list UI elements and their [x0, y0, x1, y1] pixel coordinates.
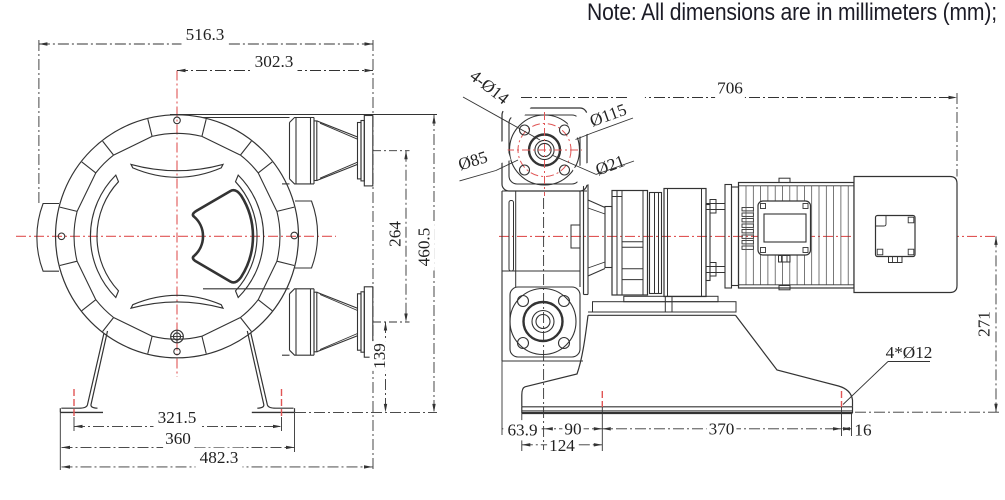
svg-text:706: 706: [717, 79, 743, 98]
svg-text:139: 139: [370, 343, 389, 369]
svg-text:360: 360: [165, 429, 191, 448]
svg-text:321.5: 321.5: [158, 408, 197, 427]
svg-text:516.3: 516.3: [186, 25, 225, 44]
svg-text:90: 90: [564, 420, 581, 439]
svg-text:16: 16: [854, 421, 872, 440]
svg-text:264: 264: [386, 221, 405, 247]
svg-text:460.5: 460.5: [415, 228, 434, 267]
svg-text:302.3: 302.3: [255, 52, 294, 71]
svg-text:4*Ø12: 4*Ø12: [886, 343, 933, 362]
svg-text:63.9: 63.9: [507, 421, 537, 440]
svg-text:124: 124: [549, 436, 575, 455]
svg-text:370: 370: [709, 420, 735, 439]
svg-text:482.3: 482.3: [200, 448, 239, 467]
svg-text:271: 271: [975, 311, 994, 337]
